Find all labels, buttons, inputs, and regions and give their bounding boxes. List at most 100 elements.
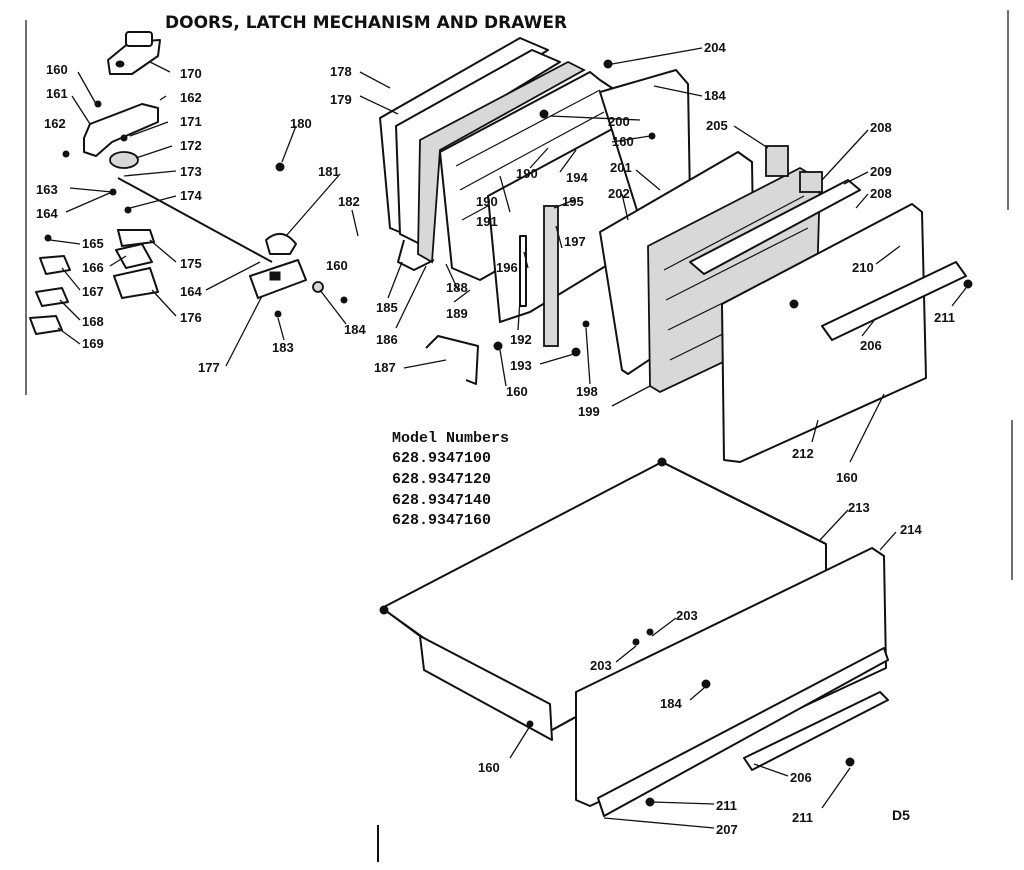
part-hinge-spring	[519, 235, 527, 307]
callout: 208	[870, 120, 892, 135]
part-latch-hook	[265, 233, 297, 255]
part-outer-door-panel	[721, 203, 927, 463]
callout: 204	[704, 40, 726, 55]
callout: 211	[934, 310, 955, 325]
part-door-stop	[397, 239, 435, 271]
callout: 163	[36, 182, 58, 197]
part-latch-spring	[117, 229, 155, 247]
page-code: D5	[892, 807, 910, 823]
callout: 203	[590, 658, 612, 673]
callout: 185	[376, 300, 398, 315]
part-latch-knob-top	[125, 31, 153, 47]
part-handle-bracket	[765, 145, 789, 177]
callout: 162	[44, 116, 66, 131]
part-hinge-arm	[425, 335, 479, 385]
callout: 174	[180, 188, 202, 203]
callout: 195	[562, 194, 584, 209]
callout: 210	[852, 260, 874, 275]
callout: 176	[180, 310, 202, 325]
part-drawer-rail	[597, 647, 889, 817]
callout: 193	[510, 358, 532, 373]
drawer-assembly	[379, 457, 889, 817]
part-latch-guide	[115, 243, 153, 269]
callout: 205	[706, 118, 728, 133]
callout: 186	[376, 332, 398, 347]
callout: 208	[870, 186, 892, 201]
model-number: 628.9347140	[392, 492, 491, 509]
part-drawer-trim	[743, 691, 889, 771]
callout: 160	[326, 258, 348, 273]
part-latch-bracket	[83, 103, 159, 157]
part-door-trim	[689, 179, 861, 275]
callout: 165	[82, 236, 104, 251]
callout: 160	[478, 760, 500, 775]
callout: 213	[848, 500, 870, 515]
callout: 161	[46, 86, 68, 101]
callout: 198	[576, 384, 598, 399]
callout: 160	[612, 134, 634, 149]
callout: 184	[660, 696, 682, 711]
drawer-rail-left	[381, 607, 421, 637]
callout-labels: 160 161 162 162 163 164 165 166 167 168 …	[36, 40, 955, 837]
callout: 169	[82, 336, 104, 351]
part-latch-cover	[29, 315, 63, 335]
callout: 212	[792, 446, 814, 461]
callout: 160	[506, 384, 528, 399]
model-numbers-block: Model Numbers 628.9347100 628.9347120 62…	[392, 430, 509, 529]
callout: 211	[792, 810, 813, 825]
part-door-hinge	[543, 205, 559, 347]
part-handle-bracket-right	[799, 171, 823, 193]
callout: 203	[676, 608, 698, 623]
callout: 182	[338, 194, 360, 209]
callout: 189	[446, 306, 468, 321]
callout: 200	[608, 114, 630, 129]
callout: 187	[374, 360, 396, 375]
part-door-liner	[417, 60, 586, 264]
callout: 160	[46, 62, 68, 77]
callout: 171	[180, 114, 202, 129]
part-latch-shim	[35, 287, 69, 307]
callout: 196	[496, 260, 518, 275]
model-numbers-heading: Model Numbers	[392, 430, 509, 447]
model-number: 628.9347160	[392, 512, 491, 529]
callout: 180	[290, 116, 312, 131]
callout: 167	[82, 284, 104, 299]
callout: 170	[180, 66, 202, 81]
callout: 179	[330, 92, 352, 107]
part-link-rod	[117, 177, 273, 263]
callout: 202	[608, 186, 630, 201]
model-number: 628.9347100	[392, 450, 491, 467]
part-drawer-side	[419, 635, 553, 741]
callout: 199	[578, 404, 600, 419]
callout: 173	[180, 164, 202, 179]
part-door-window	[599, 69, 691, 221]
callout: 166	[82, 260, 104, 275]
callout: 184	[344, 322, 366, 337]
callout: 207	[716, 822, 738, 837]
callout: 178	[330, 64, 352, 79]
callout: 175	[180, 256, 202, 271]
callout: 191	[476, 214, 498, 229]
callout: 181	[318, 164, 340, 179]
part-latch-base	[113, 267, 159, 299]
diagram-title: DOORS, LATCH MECHANISM AND DRAWER	[165, 13, 567, 33]
latch-mechanism	[29, 31, 348, 335]
callout: 188	[446, 280, 468, 295]
callout: 190	[516, 166, 538, 181]
callout: 206	[860, 338, 882, 353]
callout: 201	[610, 160, 632, 175]
model-number: 628.9347120	[392, 471, 491, 488]
callout: 192	[510, 332, 532, 347]
oven-door-assembly	[379, 37, 973, 463]
callout: 211	[716, 798, 737, 813]
part-drawer-front	[575, 547, 887, 807]
callout: 206	[790, 770, 812, 785]
callout: 164	[180, 284, 202, 299]
callout: 190	[476, 194, 498, 209]
callout: 184	[704, 88, 726, 103]
callout: 197	[564, 234, 586, 249]
drawer-rail-top	[661, 461, 827, 545]
callout: 194	[566, 170, 588, 185]
callout: 177	[198, 360, 220, 375]
callout: 162	[180, 90, 202, 105]
